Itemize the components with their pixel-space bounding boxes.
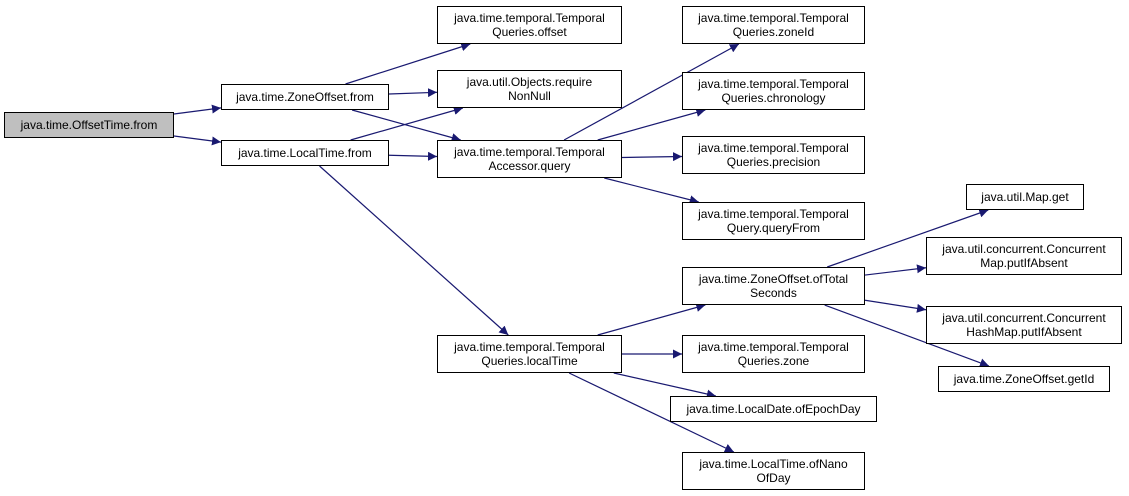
edge-n11-n16: [864, 264, 927, 276]
edge-n11-n15: [826, 208, 989, 268]
edge-n2-n4: [350, 106, 464, 141]
node-temporalqueries-localtime[interactable]: java.time.temporal.Temporal Queries.loca…: [437, 335, 622, 373]
node-temporalqueries-chronology[interactable]: java.time.temporal.Temporal Queries.chro…: [682, 72, 865, 110]
edge-n5-n9: [621, 152, 683, 162]
edge-n1-n5: [351, 109, 461, 142]
edge-n0-n1: [173, 104, 222, 115]
edge-n6-n14: [568, 372, 735, 453]
edge-n5-n7: [563, 43, 740, 141]
edge-n11-n17: [864, 299, 927, 313]
node-concurrenthashmap-putifabsent[interactable]: java.util.concurrent.Concurrent HashMap.…: [926, 306, 1122, 344]
edge-n5-n8: [597, 108, 706, 141]
node-zoneoffset-from[interactable]: java.time.ZoneOffset.from: [221, 84, 389, 110]
edge-n6-n11: [597, 303, 706, 336]
node-localtime-ofnanoofday[interactable]: java.time.LocalTime.ofNano OfDay: [682, 452, 865, 490]
node-offsettime-from[interactable]: java.time.OffsetTime.from: [4, 112, 174, 138]
edge-n2-n6: [319, 165, 509, 336]
node-temporalqueries-offset[interactable]: java.time.temporal.Temporal Queries.offs…: [437, 6, 622, 44]
node-zoneoffset-oftotalseconds[interactable]: java.time.ZoneOffset.ofTotal Seconds: [682, 267, 865, 305]
node-temporalqueries-zoneid[interactable]: java.time.temporal.Temporal Queries.zone…: [682, 6, 865, 44]
node-objects-requirenonnull[interactable]: java.util.Objects.require NonNull: [437, 70, 622, 108]
node-map-get[interactable]: java.util.Map.get: [966, 184, 1084, 210]
edge-n0-n2: [173, 135, 222, 146]
edge-n2-n5: [388, 151, 438, 161]
node-localdate-ofepochday[interactable]: java.time.LocalDate.ofEpochDay: [670, 396, 877, 422]
node-temporalaccessor-query[interactable]: java.time.temporal.Temporal Accessor.que…: [437, 140, 622, 178]
edge-n1-n3: [345, 42, 471, 85]
node-zoneoffset-getid[interactable]: java.time.ZoneOffset.getId: [938, 366, 1110, 392]
edge-n6-n13: [613, 372, 716, 399]
node-temporalquery-queryfrom[interactable]: java.time.temporal.Temporal Query.queryF…: [682, 202, 865, 240]
node-temporalqueries-precision[interactable]: java.time.temporal.Temporal Queries.prec…: [682, 136, 865, 174]
node-localtime-from[interactable]: java.time.LocalTime.from: [221, 140, 389, 166]
edge-n5-n10: [604, 177, 699, 205]
edge-layer: [173, 42, 990, 453]
edge-n1-n4: [388, 88, 438, 98]
edge-n11-n18: [824, 304, 990, 368]
node-temporalqueries-zone[interactable]: java.time.temporal.Temporal Queries.zone: [682, 335, 865, 373]
node-concurrentmap-putifabsent[interactable]: java.util.concurrent.Concurrent Map.putI…: [926, 237, 1122, 275]
